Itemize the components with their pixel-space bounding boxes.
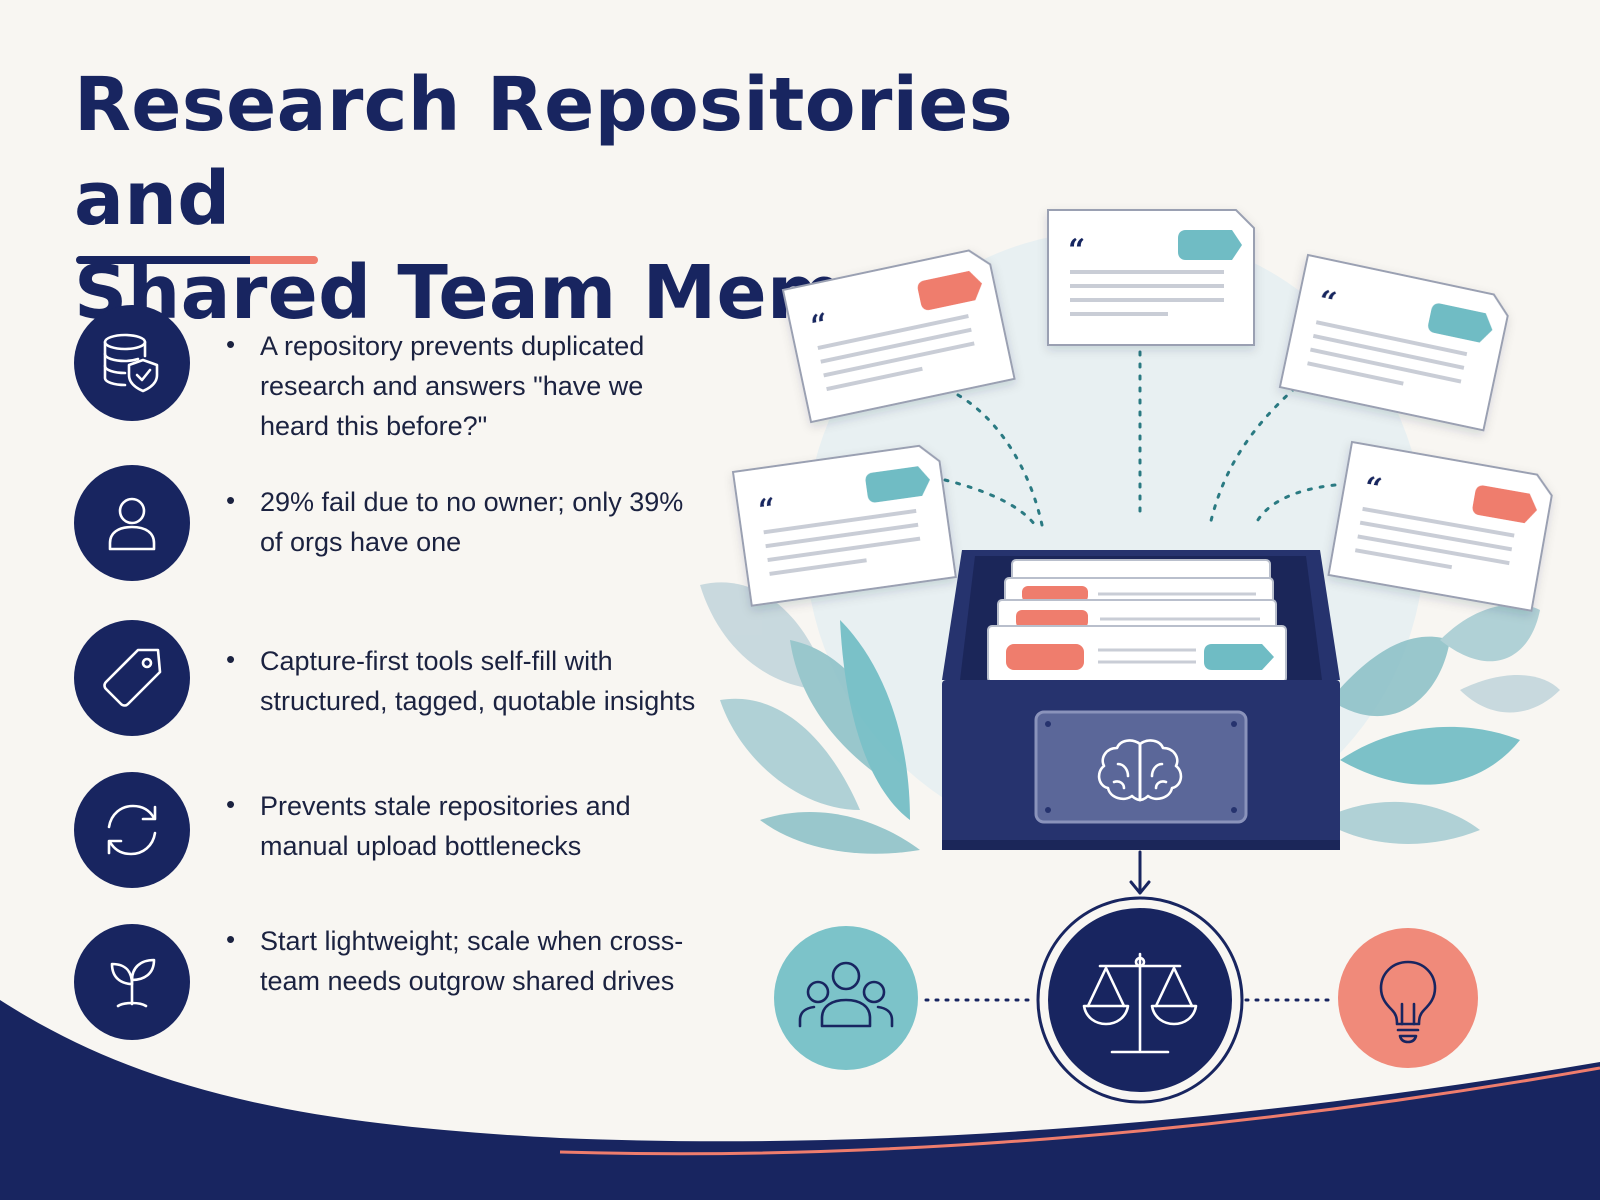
index-card: [987, 559, 1287, 683]
refresh-icon: [74, 772, 190, 888]
leaves-left: [700, 582, 920, 854]
bullet-item-owner: • 29% fail due to no owner; only 39% of …: [74, 465, 714, 585]
title-line-1: Research Repositories and: [74, 62, 1014, 242]
user-icon: [74, 465, 190, 581]
bullet-marker: •: [226, 644, 236, 674]
bullet-text: Prevents stale repositories and manual u…: [260, 791, 631, 861]
bullet-marker: •: [226, 329, 236, 359]
svg-text:“: “: [1068, 233, 1085, 268]
sprout-icon: [74, 924, 190, 1040]
svg-text:“: “: [1361, 470, 1384, 507]
bullet-marker: •: [226, 789, 236, 819]
svg-text:“: “: [756, 492, 778, 529]
bullet-marker: •: [226, 485, 236, 515]
lightbulb-circle: [1338, 928, 1478, 1068]
bullet-marker: •: [226, 924, 236, 954]
bullet-item-repository: • A repository prevents duplicated resea…: [74, 305, 714, 441]
quote-card: “: [781, 249, 1016, 424]
tag-icon: [74, 620, 190, 736]
down-arrow: [1129, 850, 1151, 895]
quote-card: “: [731, 444, 957, 607]
bullet-item-stale: • Prevents stale repositories and manual…: [74, 772, 714, 892]
database-shield-icon: [74, 305, 190, 421]
brain-icon: [1097, 739, 1183, 802]
quote-card: “: [1327, 440, 1553, 612]
bullet-text: A repository prevents duplicated researc…: [260, 331, 645, 441]
balance-scale-icon: [1082, 952, 1198, 1054]
card-connectors: [943, 350, 1337, 527]
team-circle: [774, 926, 918, 1070]
bullet-item-capture: • Capture-first tools self-fill with str…: [74, 620, 714, 740]
bullet-item-lightweight: • Start lightweight; scale when cross-te…: [74, 924, 714, 1044]
bullet-text: Capture-first tools self-fill with struc…: [260, 646, 696, 716]
quote-card: “: [1278, 253, 1509, 432]
bullet-text: 29% fail due to no owner; only 39% of or…: [260, 487, 684, 557]
title-underline: [76, 256, 318, 264]
file-drawer: [942, 550, 1340, 850]
bullet-text: Start lightweight; scale when cross-team…: [260, 926, 684, 996]
team-icon: [798, 961, 894, 1028]
lightbulb-icon: [1379, 960, 1437, 1044]
leaves-right: [1320, 604, 1560, 844]
quote-card: “: [1047, 209, 1255, 346]
